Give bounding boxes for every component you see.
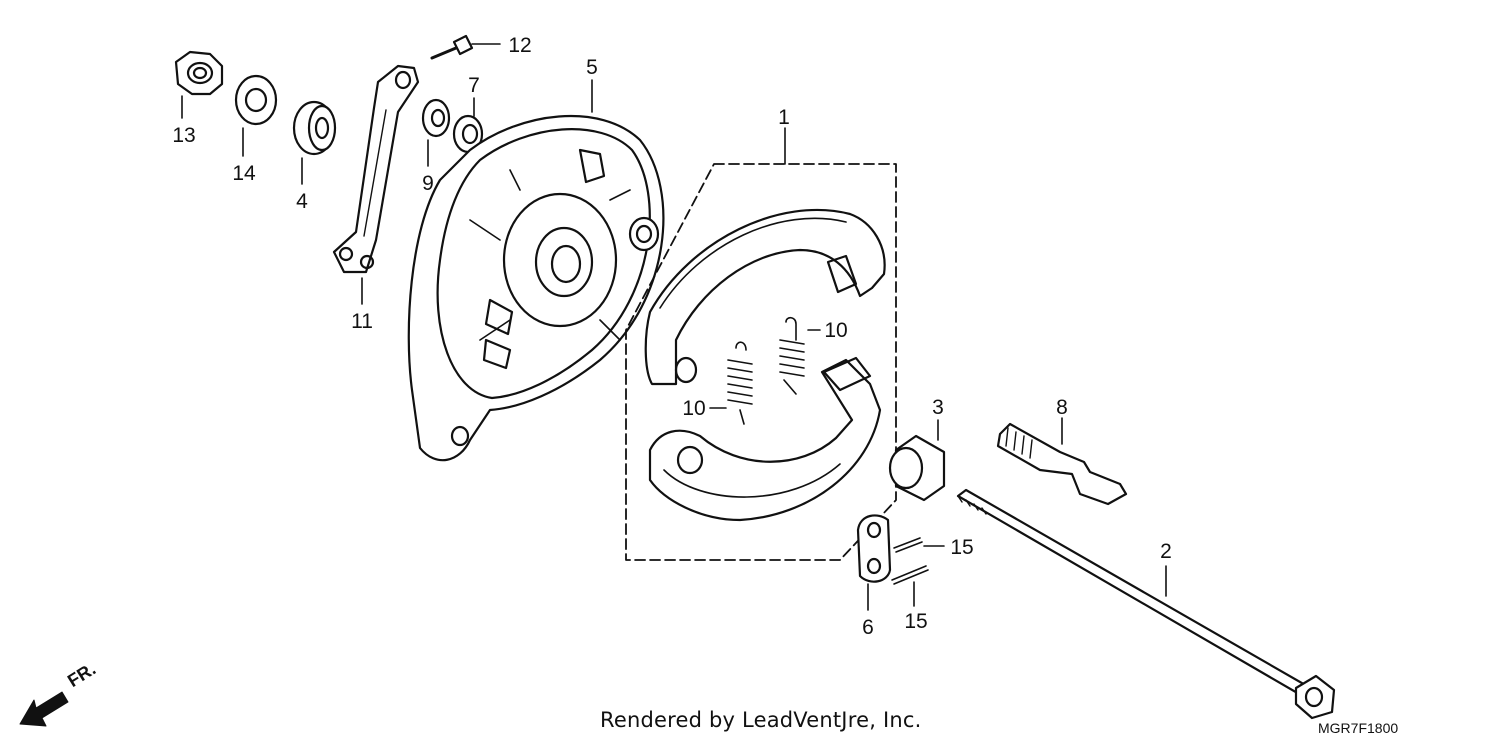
part-10-spring-lower: [709, 341, 753, 425]
part-1-upper-brake-shoe: [644, 208, 886, 386]
part-12-bolt: [430, 34, 501, 60]
part-10-spring-upper: [779, 316, 821, 395]
callout-15-upper: 15: [950, 536, 973, 559]
part-4-bearing: [292, 100, 337, 185]
part-6-plate: [856, 514, 892, 611]
part-3-collar: [888, 419, 946, 502]
rendered-by-footer: Rendered by LeadVentJre, Inc.: [600, 708, 922, 732]
part-13-nut: [174, 50, 224, 119]
part-14-washer: [234, 74, 278, 157]
front-direction-arrow-icon: [19, 691, 69, 727]
part-15-cotter-pin-upper: [893, 537, 945, 553]
part-15-cotter-pin-lower: [891, 565, 929, 607]
diagram-code: MGR7F1800: [1318, 720, 1399, 736]
callout-3: 3: [932, 396, 944, 419]
part-1-lower-brake-shoe: [648, 356, 882, 522]
part-1-shoe-set-boundary: [625, 127, 897, 561]
callout-10-lower: 10: [682, 397, 705, 420]
part-2-axle: [956, 488, 1336, 720]
callout-13: 13: [172, 124, 195, 147]
callout-15-lower: 15: [904, 610, 927, 633]
callout-5: 5: [586, 56, 598, 79]
part-5-brake-panel: [407, 79, 665, 462]
callout-12: 12: [508, 34, 531, 57]
part-8-brake-cam: [996, 417, 1128, 506]
callout-6: 6: [862, 616, 874, 639]
callout-14: 14: [232, 162, 256, 185]
callout-7: 7: [468, 74, 480, 97]
part-11-brake-arm: [332, 64, 420, 305]
callout-8: 8: [1056, 396, 1068, 419]
callout-4: 4: [296, 190, 308, 213]
part-9-washer: [421, 98, 451, 167]
callout-9: 9: [422, 172, 434, 195]
callout-2: 2: [1160, 540, 1172, 563]
callout-1: 1: [778, 106, 790, 129]
callout-10-upper: 10: [824, 319, 847, 342]
callout-11: 11: [351, 310, 373, 333]
